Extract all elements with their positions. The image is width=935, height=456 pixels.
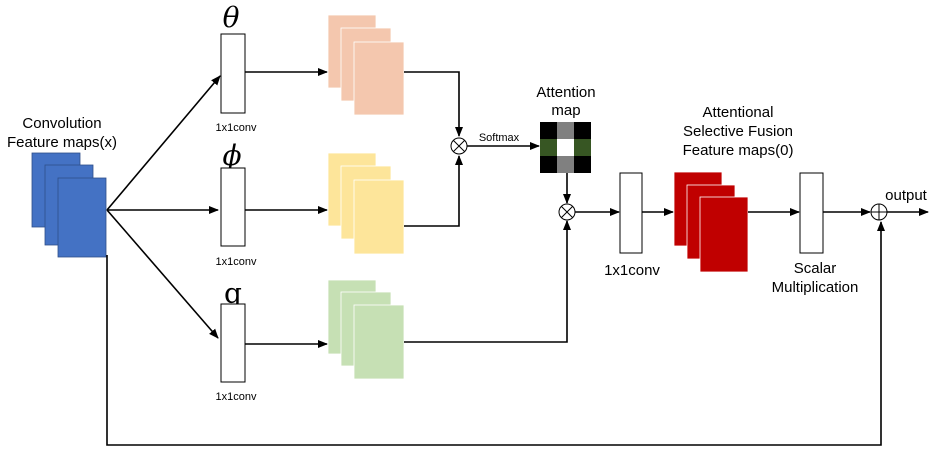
- arrow-theta-to-multiply: [404, 71, 463, 137]
- phi-conv-label: 1x1conv: [216, 256, 257, 268]
- theta-conv-box: [220, 33, 246, 114]
- multiply-icon: [558, 203, 576, 221]
- attention-map-grid: [540, 122, 591, 173]
- residual-connection: [106, 221, 885, 446]
- attention-map-label-line2: map: [551, 102, 580, 119]
- scalar-box: [799, 172, 824, 254]
- fusion-conv-box: [619, 172, 643, 254]
- softmax-label: Softmax: [479, 132, 520, 144]
- phi-feature-maps: [327, 152, 405, 255]
- scalar-label-line1: Scalar: [794, 260, 837, 277]
- attention-map-label-line1: Attention: [536, 84, 595, 101]
- arrow-phi-to-multiply: [404, 155, 463, 227]
- theta-symbol: θ: [223, 1, 240, 34]
- theta-feature-maps: [327, 14, 405, 116]
- g-map-3: [353, 304, 405, 380]
- g-conv-box: [220, 303, 246, 383]
- fusion-feature-maps: [673, 171, 749, 273]
- theta-map-3: [353, 41, 405, 116]
- output-label: output: [885, 187, 928, 204]
- input-map-3: [57, 177, 107, 258]
- arrow-to-g: [106, 209, 219, 339]
- fusion-conv-label: 1x1conv: [604, 262, 660, 279]
- phi-symbol: ϕ: [222, 139, 241, 172]
- input-feature-maps: [31, 152, 107, 258]
- phi-map-3: [353, 179, 405, 255]
- g-feature-maps: [327, 279, 405, 380]
- theta-conv-label: 1x1conv: [216, 122, 257, 134]
- g-conv-label: 1x1conv: [216, 391, 257, 403]
- add-icon: [870, 203, 888, 221]
- fusion-label-line1: Attentional: [703, 104, 774, 121]
- fusion-map-3: [699, 196, 749, 273]
- input-label-line1: Convolution: [22, 115, 101, 132]
- arrow-g-to-multiply: [404, 220, 571, 343]
- fusion-label-line3: Feature maps(0): [683, 142, 794, 159]
- scalar-label-line2: Multiplication: [772, 279, 859, 296]
- phi-conv-box: [220, 167, 246, 247]
- multiply-icon: [450, 137, 468, 155]
- g-symbol: g: [224, 277, 242, 310]
- input-label-line2: Feature maps(x): [7, 134, 117, 151]
- fusion-label-line2: Selective Fusion: [683, 123, 793, 140]
- arrow-to-theta: [106, 75, 221, 211]
